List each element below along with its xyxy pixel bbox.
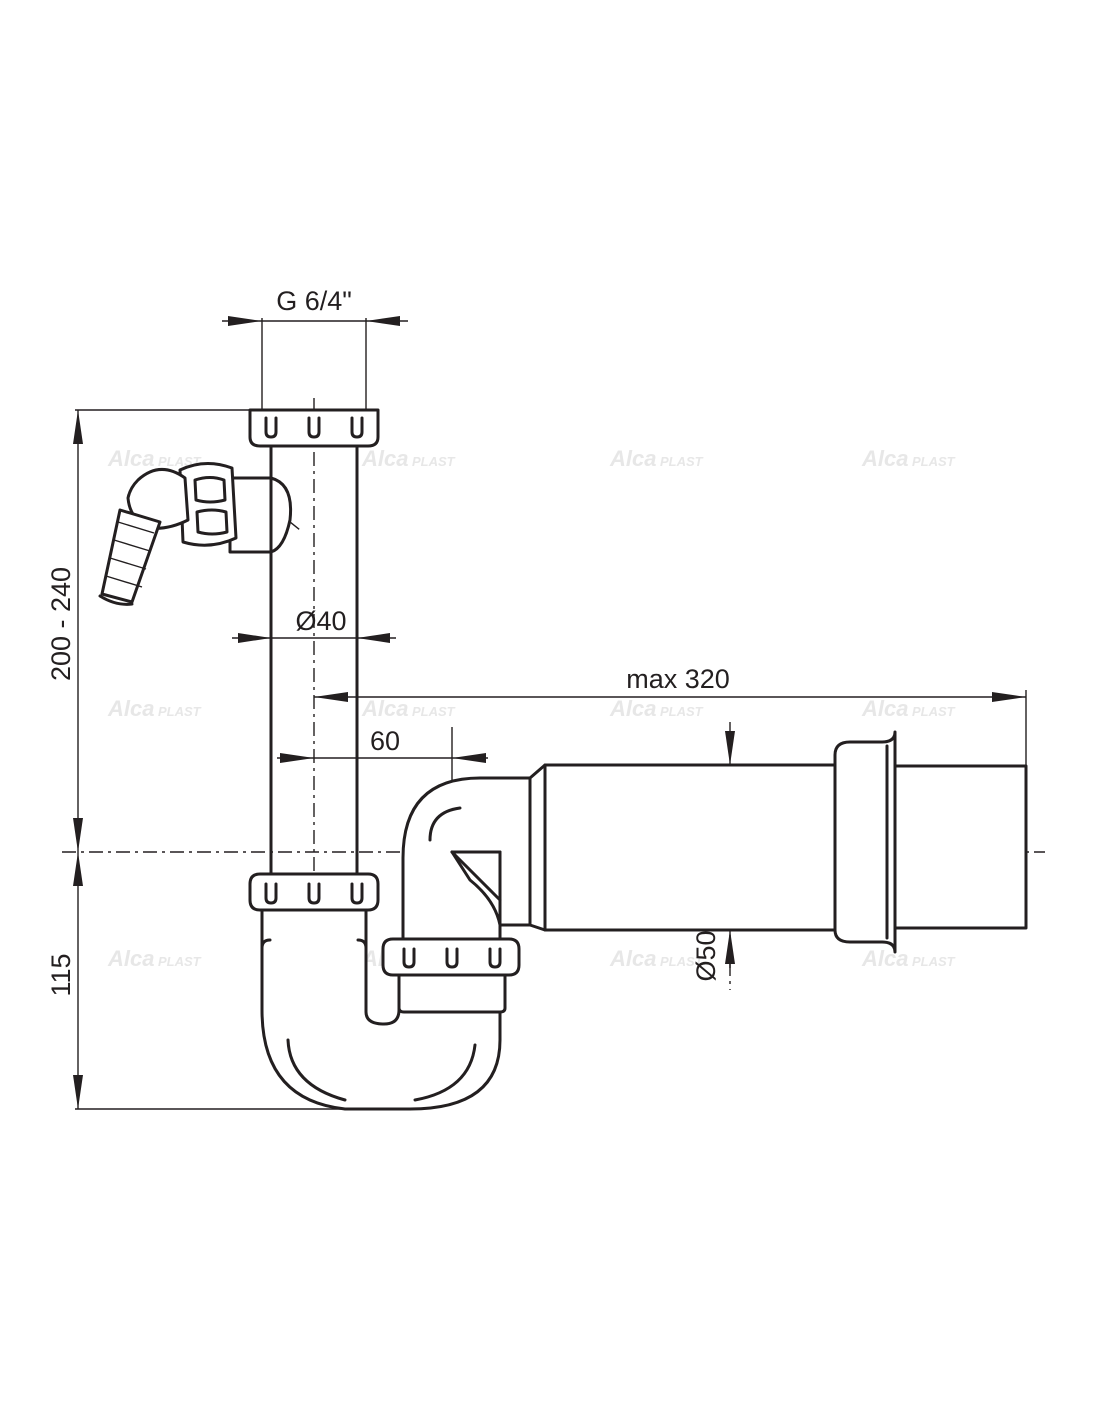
dim-thread: G 6/4" bbox=[222, 286, 408, 326]
dim-max-length: max 320 bbox=[314, 664, 1026, 702]
svg-text:PLAST: PLAST bbox=[912, 954, 956, 969]
svg-text:PLAST: PLAST bbox=[660, 454, 704, 469]
svg-text:Alca: Alca bbox=[609, 696, 656, 721]
dim-offset: 60 bbox=[277, 726, 488, 763]
side-inlet bbox=[98, 462, 293, 606]
u-trap bbox=[260, 908, 502, 1111]
watermark-7: Alca PLAST bbox=[609, 696, 704, 721]
svg-text:PLAST: PLAST bbox=[660, 954, 704, 969]
dim-outlet-diameter-label: Ø50 bbox=[691, 930, 721, 981]
dim-seal-depth: 115 bbox=[46, 852, 83, 1109]
dim-pipe-diameter: Ø40 bbox=[232, 606, 396, 643]
watermark-11: Alca PLAST bbox=[609, 946, 704, 971]
svg-text:Alca: Alca bbox=[609, 446, 656, 471]
svg-text:Alca: Alca bbox=[107, 696, 154, 721]
watermark-8: Alca PLAST bbox=[861, 696, 956, 721]
svg-text:Alca: Alca bbox=[107, 946, 154, 971]
dim-height-range-label: 200 - 240 bbox=[46, 567, 76, 681]
watermark-12: Alca PLAST bbox=[861, 946, 956, 971]
watermark-4: Alca PLAST bbox=[861, 446, 956, 471]
svg-text:PLAST: PLAST bbox=[412, 454, 456, 469]
dim-height-range: 200 - 240 bbox=[46, 410, 83, 852]
watermark-5: Alca PLAST bbox=[107, 696, 202, 721]
watermark-6: Alca PLAST bbox=[361, 696, 456, 721]
dim-seal-depth-label: 115 bbox=[46, 953, 76, 996]
dim-outlet-diameter: Ø50 bbox=[691, 722, 735, 982]
svg-text:Alca: Alca bbox=[861, 946, 908, 971]
watermark-2: Alca PLAST bbox=[361, 446, 456, 471]
svg-text:PLAST: PLAST bbox=[660, 704, 704, 719]
dim-pipe-diameter-label: Ø40 bbox=[295, 606, 346, 636]
svg-text:Alca: Alca bbox=[609, 946, 656, 971]
drain-pipe bbox=[528, 730, 1028, 954]
elbow bbox=[401, 776, 532, 941]
watermark-9: Alca PLAST bbox=[107, 946, 202, 971]
svg-text:PLAST: PLAST bbox=[412, 704, 456, 719]
svg-text:Alca: Alca bbox=[361, 696, 408, 721]
dim-max-length-label: max 320 bbox=[626, 664, 730, 694]
svg-text:PLAST: PLAST bbox=[158, 954, 202, 969]
inlet-bottom-nut bbox=[248, 872, 380, 912]
svg-text:PLAST: PLAST bbox=[158, 704, 202, 719]
top-nut bbox=[248, 408, 380, 448]
svg-text:Alca: Alca bbox=[861, 696, 908, 721]
outlet-nut bbox=[381, 937, 521, 1014]
svg-text:Alca: Alca bbox=[361, 446, 408, 471]
svg-text:PLAST: PLAST bbox=[912, 454, 956, 469]
dim-thread-label: G 6/4" bbox=[276, 286, 352, 316]
watermark-3: Alca PLAST bbox=[609, 446, 704, 471]
svg-text:Alca: Alca bbox=[861, 446, 908, 471]
svg-text:Alca: Alca bbox=[107, 446, 154, 471]
dim-offset-label: 60 bbox=[370, 726, 400, 756]
svg-text:PLAST: PLAST bbox=[912, 704, 956, 719]
